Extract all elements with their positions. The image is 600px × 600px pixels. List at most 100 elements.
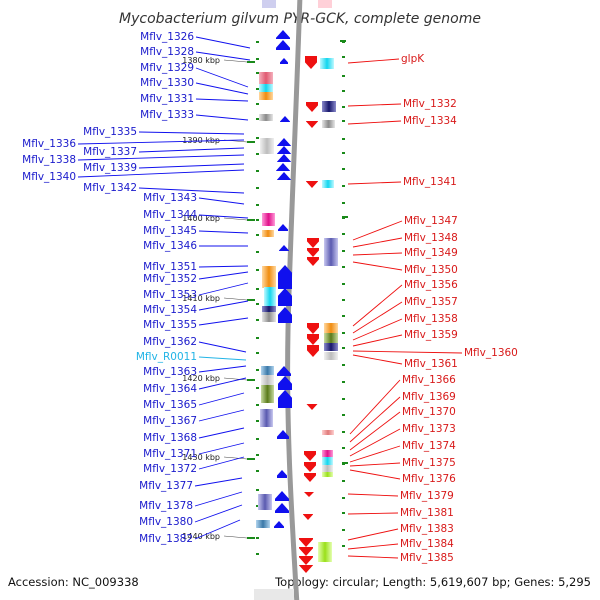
gene-leader-line <box>352 318 403 341</box>
scale-tick <box>256 88 259 90</box>
gene-label[interactable]: Mflv_1341 <box>403 176 457 188</box>
gene-label[interactable]: Mflv_1349 <box>404 247 458 259</box>
forward-gene-arrow <box>274 521 284 528</box>
gene-label[interactable]: Mflv_1363 <box>143 366 197 378</box>
gene-label[interactable]: Mflv_1333 <box>140 109 194 121</box>
scale-label-leader <box>223 59 248 63</box>
gene-label[interactable]: Mflv_R0011 <box>136 351 197 363</box>
feature-box <box>258 494 272 510</box>
gene-leader-line <box>198 317 249 326</box>
gene-label[interactable]: Mflv_1365 <box>143 399 197 411</box>
gene-label[interactable]: Mflv_1379 <box>400 490 454 502</box>
scale-tick <box>256 234 259 236</box>
gene-label[interactable]: Mflv_1370 <box>402 406 456 418</box>
forward-gene-arrow <box>277 138 291 146</box>
scale-tick <box>256 118 259 120</box>
gene-label[interactable]: Mflv_1334 <box>403 115 457 127</box>
gene-label[interactable]: Mflv_1331 <box>140 93 194 105</box>
gene-label[interactable]: Mflv_1338 <box>22 154 76 166</box>
genome-backbone <box>254 0 332 600</box>
gene-label[interactable]: Mflv_1360 <box>464 347 518 359</box>
gene-label[interactable]: Mflv_1372 <box>143 463 197 475</box>
gene-label[interactable]: Mflv_1345 <box>143 225 197 237</box>
gene-label[interactable]: glpK <box>401 53 425 65</box>
gene-label[interactable]: Mflv_1332 <box>403 98 457 110</box>
gene-leader-line <box>198 271 249 280</box>
scale-tick <box>342 512 345 514</box>
scale-major-tick <box>247 299 255 301</box>
gene-label[interactable]: Mflv_1374 <box>402 440 456 452</box>
forward-gene-arrow <box>278 390 292 408</box>
gene-label[interactable]: Mflv_1347 <box>404 215 458 227</box>
leader-lines <box>77 36 463 559</box>
gene-label[interactable]: Mflv_1382 <box>139 533 193 545</box>
scale-tick <box>256 553 259 555</box>
scale-tick <box>342 250 345 252</box>
gene-label[interactable]: Mflv_1330 <box>140 77 194 89</box>
gene-label[interactable]: Mflv_1380 <box>139 516 193 528</box>
gene-label[interactable]: Mflv_1355 <box>143 319 197 331</box>
gene-label[interactable]: Mflv_1357 <box>404 296 458 308</box>
gene-label[interactable]: Mflv_1346 <box>143 240 197 252</box>
gene-label[interactable]: Mflv_1354 <box>143 304 197 316</box>
gene-leader-line <box>349 428 401 457</box>
feature-box <box>320 58 334 69</box>
gene-label[interactable]: Mflv_1381 <box>400 507 454 519</box>
scale-tick <box>256 489 259 491</box>
gene-label[interactable]: Mflv_1373 <box>402 423 456 435</box>
feature-box <box>261 366 274 375</box>
gene-label[interactable]: Mflv_1358 <box>404 313 458 325</box>
gene-leader-line <box>198 356 247 361</box>
gene-leader-line <box>349 462 401 467</box>
gene-label[interactable]: Mflv_1384 <box>400 538 454 550</box>
gene-label[interactable]: Mflv_1369 <box>402 391 456 403</box>
gene-label[interactable]: Mflv_1359 <box>404 329 458 341</box>
gene-label[interactable]: Mflv_1362 <box>143 336 197 348</box>
gene-label[interactable]: Mflv_1356 <box>404 279 458 291</box>
gene-label[interactable]: Mflv_1361 <box>404 358 458 370</box>
gene-label[interactable]: Mflv_1351 <box>143 261 197 273</box>
gene-label[interactable]: Mflv_1368 <box>143 432 197 444</box>
gene-label[interactable]: Mflv_1335 <box>83 126 137 138</box>
feature-box <box>262 230 274 237</box>
scale-major-tick <box>247 61 255 63</box>
scale-tick <box>256 269 259 271</box>
gene-label[interactable]: Mflv_1344 <box>143 209 197 221</box>
gene-label[interactable]: Mflv_1378 <box>139 500 193 512</box>
scale-label-leader <box>223 377 248 381</box>
gene-label[interactable]: Mflv_1337 <box>83 146 137 158</box>
gene-label[interactable]: Mflv_1343 <box>143 192 197 204</box>
gene-label[interactable]: Mflv_1376 <box>402 473 456 485</box>
forward-gene-arrow <box>278 376 292 390</box>
gene-label[interactable]: Mflv_1353 <box>143 289 197 301</box>
gene-label[interactable]: Mflv_1328 <box>140 46 194 58</box>
gene-label[interactable]: Mflv_1367 <box>143 415 197 427</box>
gene-label[interactable]: Mflv_1339 <box>83 162 137 174</box>
gene-label[interactable]: Mflv_1371 <box>143 448 197 460</box>
gene-leader-line <box>198 265 249 268</box>
gene-label[interactable]: Mflv_1348 <box>404 232 458 244</box>
scale-tick <box>342 56 345 58</box>
gene-label[interactable]: Mflv_1326 <box>140 31 194 43</box>
gene-label[interactable]: Mflv_1375 <box>402 457 456 469</box>
gene-label[interactable]: Mflv_1329 <box>140 62 194 74</box>
gene-leader-line <box>347 555 399 559</box>
gene-label[interactable]: Mflv_1385 <box>400 552 454 564</box>
gene-label[interactable]: Mflv_1350 <box>404 264 458 276</box>
feature-box <box>324 238 338 266</box>
scale-tick <box>256 170 259 172</box>
gene-leader-line <box>349 396 401 443</box>
gene-label[interactable]: Mflv_1340 <box>22 171 76 183</box>
forward-gene-arrow <box>280 58 288 64</box>
reverse-gene-arrow <box>305 56 317 69</box>
feature-box <box>322 120 335 128</box>
gene-label[interactable]: Mflv_1342 <box>83 182 137 194</box>
gene-label[interactable]: Mflv_1364 <box>143 383 197 395</box>
gene-label[interactable]: Mflv_1336 <box>22 138 76 150</box>
gene-label[interactable]: Mflv_1366 <box>402 374 456 386</box>
gene-label[interactable]: Mflv_1352 <box>143 273 197 285</box>
scale-major-tick <box>340 40 346 42</box>
gene-label[interactable]: Mflv_1377 <box>139 480 193 492</box>
feature-box <box>262 266 276 288</box>
gene-label[interactable]: Mflv_1383 <box>400 523 454 535</box>
